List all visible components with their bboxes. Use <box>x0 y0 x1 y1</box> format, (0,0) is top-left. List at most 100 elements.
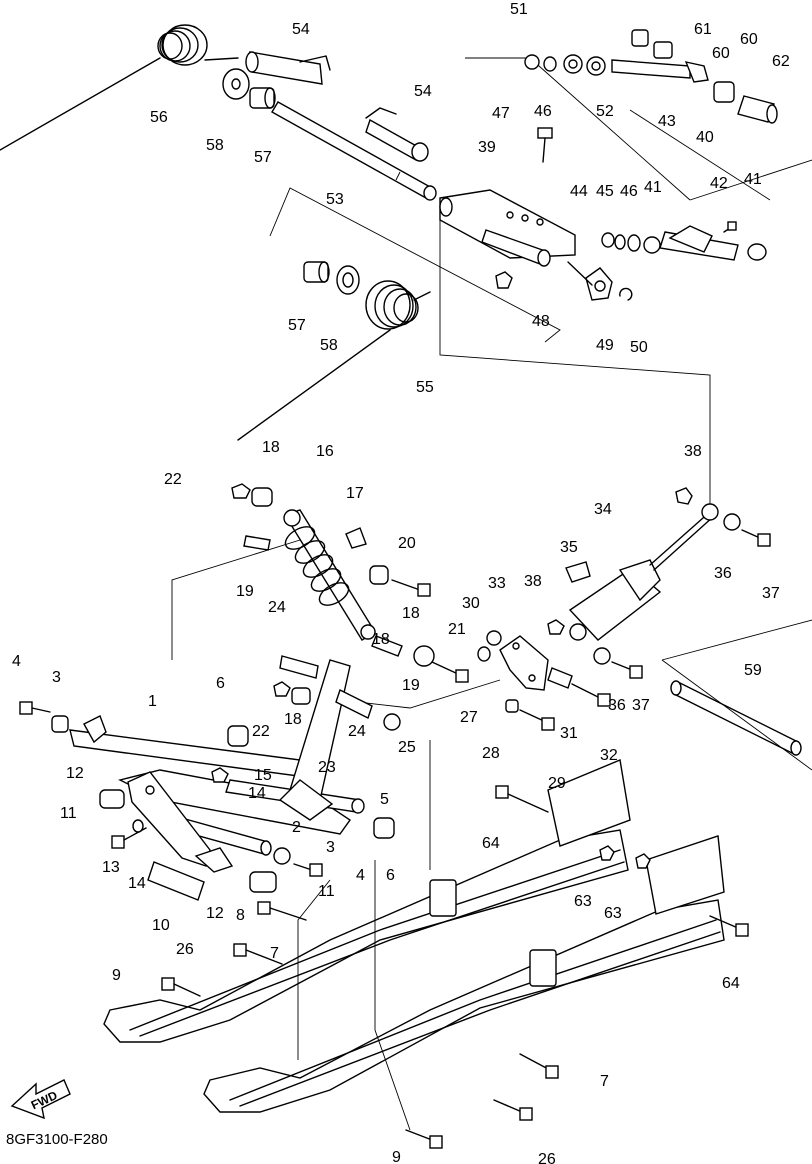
bolt-37-upper <box>741 529 771 547</box>
part-number-label: 43 <box>658 113 676 130</box>
reference-lines-lower <box>297 740 431 1131</box>
part-number-label: 46 <box>620 183 638 200</box>
part-number-label: 64 <box>482 835 500 852</box>
nut-38-lower <box>547 619 565 635</box>
plate-12-right <box>194 847 234 873</box>
nut-63-a <box>599 845 615 861</box>
part-number-label: 6 <box>386 867 395 884</box>
bushing-24-lower <box>335 689 401 731</box>
part-number-label: 32 <box>600 747 618 764</box>
pin-19 <box>243 535 271 551</box>
part-number-label: 24 <box>348 723 366 740</box>
bolt-7-lower <box>519 1053 559 1079</box>
bushing-6-upper <box>227 725 249 747</box>
bushing-11-left <box>99 789 125 809</box>
bolt-20 <box>391 579 431 597</box>
part-number-label: 58 <box>206 137 224 154</box>
label-35 <box>565 561 591 583</box>
part-number-label: 34 <box>594 501 612 518</box>
part-number-label: 22 <box>164 471 182 488</box>
bushing-18-mid <box>369 565 389 585</box>
spring-55 <box>237 280 431 441</box>
slide-rail-left <box>103 759 631 1043</box>
part-number-label: 18 <box>402 605 420 622</box>
part-number-label: 19 <box>402 677 420 694</box>
part-number-label: 36 <box>714 565 732 582</box>
linkage-23 <box>278 659 351 821</box>
part-number-label: 1 <box>148 693 157 710</box>
part-number-label: 52 <box>596 103 614 120</box>
lower-assembly: FWD <box>10 655 749 1149</box>
part-number-label: 2 <box>292 819 301 836</box>
washer-58-lower <box>336 265 360 295</box>
shaft-53 <box>271 101 437 201</box>
part-number-label: 55 <box>416 379 434 396</box>
reference-lines-upper <box>269 57 812 510</box>
bolt-37-lower <box>611 661 643 679</box>
part-number-label: 14 <box>248 785 266 802</box>
part-number-label: 4 <box>356 867 365 884</box>
part-number-label: 9 <box>112 967 121 984</box>
part-number-label: 20 <box>398 535 416 552</box>
nut-38-upper <box>675 487 693 505</box>
part-number-label: 30 <box>462 595 480 612</box>
collar-54-right <box>365 107 429 162</box>
part-number-label: 31 <box>560 725 578 742</box>
bushing-33 <box>486 630 502 646</box>
washer-14 <box>132 819 144 833</box>
bolt-9-lower <box>405 1129 443 1149</box>
part-number-label: 26 <box>538 1151 556 1164</box>
collar-3-right <box>273 847 291 865</box>
nut-15 <box>211 767 229 783</box>
part-number-label: 40 <box>696 129 714 146</box>
bushing-18-lower <box>413 645 435 667</box>
part-number-label: 25 <box>398 739 416 756</box>
part-number-label: 53 <box>326 191 344 208</box>
part-number-label: 21 <box>448 621 466 638</box>
part-number-label: 14 <box>128 875 146 892</box>
part-number-label: 7 <box>600 1073 609 1090</box>
part-number-label: 48 <box>532 313 550 330</box>
part-number-label: 60 <box>740 31 758 48</box>
part-number-label: 50 <box>630 339 648 356</box>
part-number-label: 54 <box>414 83 432 100</box>
part-number-label: 5 <box>380 791 389 808</box>
part-number-label: 3 <box>52 669 61 686</box>
part-number-label: 57 <box>254 149 272 166</box>
upper-assembly <box>0 24 812 510</box>
shock-absorber-34 <box>568 503 719 641</box>
bolt-4-left <box>19 701 51 715</box>
washer-30 <box>477 646 491 662</box>
middle-assembly <box>171 483 812 771</box>
washer-58 <box>222 68 250 100</box>
collar-3-left <box>51 715 69 733</box>
part-number-label: 9 <box>392 1149 401 1164</box>
part-number-label: 37 <box>762 585 780 602</box>
bushing-57 <box>249 87 276 109</box>
pin-19-lower <box>371 635 403 657</box>
part-number-label: 12 <box>206 905 224 922</box>
part-number-label: 18 <box>284 711 302 728</box>
bolt-21 <box>431 661 469 683</box>
part-number-label: 26 <box>176 941 194 958</box>
part-number-label: 39 <box>478 139 496 156</box>
bolt-26-upper <box>233 943 283 965</box>
part-number-label: 45 <box>596 183 614 200</box>
link-40 <box>643 221 767 261</box>
shaft-59 <box>670 680 802 756</box>
part-number-label: 57 <box>288 317 306 334</box>
part-number-label: 47 <box>492 105 510 122</box>
part-number-label: 46 <box>534 103 552 120</box>
part-number-label: 63 <box>604 905 622 922</box>
bolt-32 <box>571 683 611 707</box>
part-number-label: 59 <box>744 662 762 679</box>
part-number-label: 64 <box>722 975 740 992</box>
collar-54-top <box>245 51 331 85</box>
part-number-label: 27 <box>460 709 478 726</box>
part-number-label: 15 <box>254 767 272 784</box>
bolt-7-upper <box>257 901 307 921</box>
part-number-label: 54 <box>292 21 310 38</box>
part-number-label: 51 <box>510 1 528 18</box>
part-number-label: 41 <box>644 179 662 196</box>
